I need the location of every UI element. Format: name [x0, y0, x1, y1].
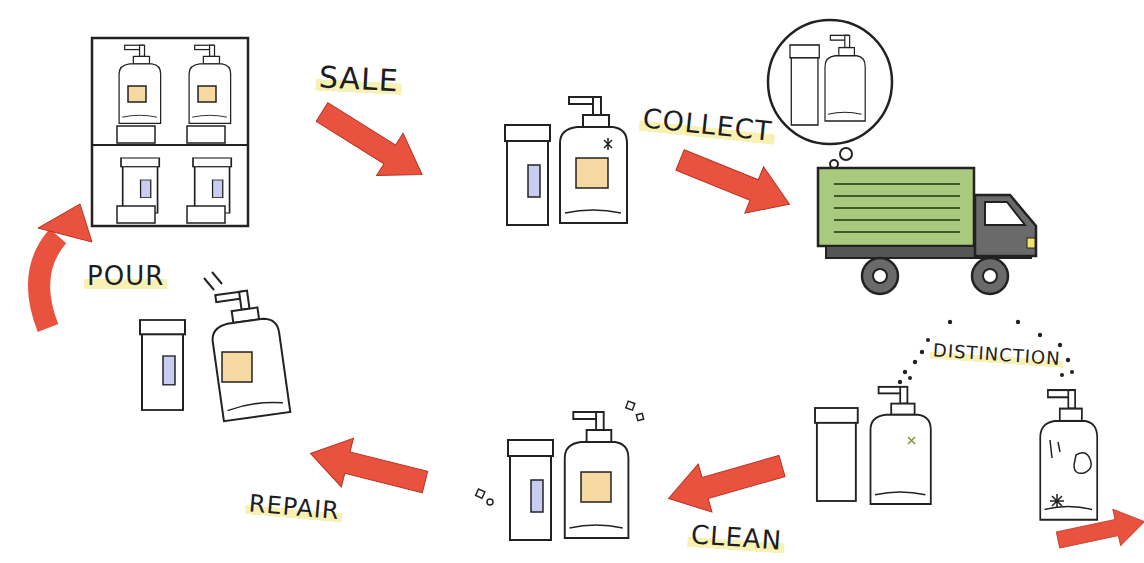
step-label: CLEAN — [687, 520, 786, 555]
thought-bubble — [768, 20, 892, 144]
thought-bubble — [825, 35, 865, 121]
sorting-dots — [1038, 333, 1042, 337]
display-shelf — [117, 126, 155, 143]
sorted-bottles — [815, 408, 858, 501]
sold-bottles — [505, 97, 627, 225]
sorting-dots — [903, 370, 907, 374]
collection-truck — [975, 195, 1036, 256]
collection-truck — [818, 168, 1036, 294]
flow-arrows — [1054, 503, 1144, 558]
sorting-dots — [1058, 343, 1062, 347]
rejected-bottle — [1040, 390, 1097, 520]
sorting-dots — [1070, 370, 1074, 374]
thought-bubble — [790, 45, 819, 125]
display-shelf — [119, 45, 161, 123]
collection-truck — [834, 195, 960, 197]
collection-truck — [834, 231, 960, 233]
sold-bottles — [560, 97, 627, 223]
display-shelf — [117, 206, 155, 223]
flow-arrows — [662, 442, 789, 523]
sold-bottles — [576, 158, 608, 188]
collection-truck — [983, 269, 997, 283]
sorting-dots — [913, 360, 917, 364]
collection-truck — [834, 219, 960, 221]
cleaned-bottles — [508, 440, 553, 540]
display-shelf — [121, 158, 159, 213]
rejected-bottle — [1050, 440, 1060, 458]
display-shelf — [198, 86, 216, 102]
flow-arrows — [39, 236, 58, 328]
display-shelf — [92, 38, 248, 226]
sorting-dots — [898, 380, 902, 384]
rejected-bottle — [1040, 390, 1097, 520]
cleaned-bottles — [581, 472, 611, 502]
repaired-bottles — [206, 287, 290, 421]
cleaned-bottles — [565, 412, 629, 538]
cleaned-bottles — [626, 401, 635, 410]
flow-arrows — [309, 91, 436, 196]
collection-truck — [834, 207, 960, 209]
step-label: SALE — [315, 60, 402, 97]
cleaned-bottles — [487, 499, 493, 505]
sorting-dots — [898, 320, 1074, 384]
flow-arrows — [304, 429, 431, 506]
collection-truck — [985, 202, 1025, 225]
rejected-bottle — [1074, 453, 1091, 474]
collection-truck — [972, 258, 1008, 294]
flow-arrows — [38, 91, 1144, 559]
cleaned-bottles — [476, 401, 644, 540]
repaired-bottles — [140, 272, 290, 421]
repaired-bottles — [204, 272, 222, 290]
cleaned-bottles — [476, 489, 485, 498]
display-shelf — [187, 206, 225, 223]
display-shelf — [187, 126, 225, 143]
step-label: DISTINCTION — [929, 340, 1064, 369]
display-shelf — [92, 144, 248, 146]
sorting-dots — [908, 376, 912, 380]
rejected-bottle — [1050, 494, 1064, 508]
repaired-bottles — [140, 320, 185, 410]
sorting-dots — [1066, 358, 1070, 362]
sold-bottles — [604, 138, 612, 150]
step-label: COLLECT — [638, 103, 776, 147]
flow-arrows — [671, 137, 799, 228]
repaired-bottles — [206, 287, 290, 421]
sorting-dots — [920, 350, 924, 354]
sold-bottles — [505, 125, 550, 225]
sorted-bottles — [871, 387, 931, 504]
collection-truck — [1027, 238, 1035, 248]
display-shelf — [128, 86, 146, 102]
collection-truck — [818, 168, 974, 246]
sorted-bottles — [815, 387, 931, 504]
step-label: REPAIR — [245, 490, 344, 525]
flow-arrows — [38, 204, 92, 242]
sorting-dots — [1060, 373, 1064, 377]
collection-truck — [862, 258, 898, 294]
display-shelf — [92, 38, 248, 226]
thought-bubble — [840, 148, 852, 160]
collection-truck — [834, 183, 960, 185]
repaired-bottles — [222, 352, 252, 382]
sorting-dots — [948, 320, 952, 324]
cleaned-bottles — [636, 413, 643, 420]
display-shelf — [189, 45, 231, 123]
step-label: POUR — [84, 262, 167, 291]
sorting-dots — [1016, 320, 1020, 324]
sorting-dots — [926, 338, 930, 342]
thought-bubble — [768, 20, 892, 168]
display-shelf — [193, 158, 231, 213]
sorted-bottles — [908, 437, 915, 444]
collection-truck — [873, 269, 887, 283]
